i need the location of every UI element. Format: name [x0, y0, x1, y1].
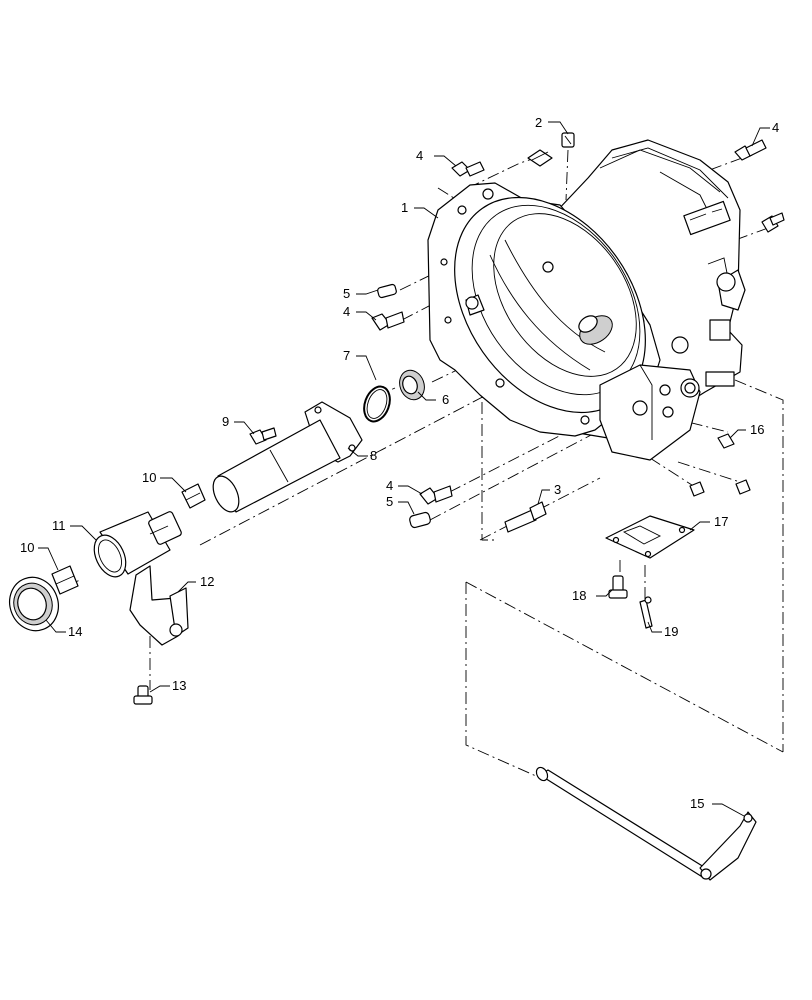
part-11-bearing-sleeve	[93, 511, 182, 578]
part-17-cover-plate	[605, 515, 695, 559]
callout-4: 4	[416, 148, 423, 163]
callout-8: 8	[370, 448, 377, 463]
part-8-guide-tube	[212, 401, 363, 513]
part-5-dowel-upper	[377, 283, 397, 299]
clutch-housing	[427, 139, 746, 461]
part-12-fork	[129, 565, 189, 646]
part-4-bolt-left-mid	[371, 311, 405, 331]
part-15-shaft-lever	[535, 766, 757, 881]
part-18-screw	[608, 575, 628, 599]
bolt-right-mid	[761, 212, 785, 233]
callout-13: 13	[172, 678, 186, 693]
callout-5: 5	[343, 286, 350, 301]
callout-4: 4	[772, 120, 779, 135]
part-4-bolt-lower	[419, 485, 453, 505]
part-7-o-ring	[363, 385, 391, 423]
part-10-clip-lower	[51, 565, 79, 595]
leader-lines	[38, 121, 770, 817]
callout-10: 10	[142, 470, 156, 485]
callout-7: 7	[343, 348, 350, 363]
callout-17: 17	[714, 514, 728, 529]
part-9-bolt	[249, 427, 277, 445]
part-14-seal	[9, 576, 59, 632]
part-10-clip-upper	[181, 483, 206, 509]
callout-4: 4	[386, 478, 393, 493]
callout-4: 4	[343, 304, 350, 319]
part-4-bolt-top-left	[451, 161, 485, 177]
callout-3: 3	[554, 482, 561, 497]
callout-1: 1	[401, 200, 408, 215]
callout-19: 19	[664, 624, 678, 639]
callout-14: 14	[68, 624, 82, 639]
plug-small-a	[689, 481, 705, 497]
callout-5: 5	[386, 494, 393, 509]
callout-9: 9	[222, 414, 229, 429]
callout-18: 18	[572, 588, 586, 603]
part-4-bolt-top-right	[734, 139, 767, 161]
callout-labels: 2 4 4 1 5 4 7 6 8 9 10 11 10 12 14 13 4 …	[20, 115, 779, 811]
plug-small-b	[735, 479, 751, 495]
part-4-bolt-top-center	[527, 149, 553, 167]
part-19-pin	[639, 596, 653, 629]
callout-2: 2	[535, 115, 542, 130]
callout-16: 16	[750, 422, 764, 437]
part-5-dowel-lower	[409, 511, 431, 529]
part-2-plug	[561, 132, 575, 148]
callout-12: 12	[200, 574, 214, 589]
callout-11: 11	[52, 518, 66, 533]
part-3-stud	[504, 501, 547, 533]
part-13-screw	[133, 685, 153, 705]
callout-10: 10	[20, 540, 34, 555]
callout-6: 6	[442, 392, 449, 407]
callout-15: 15	[690, 796, 704, 811]
